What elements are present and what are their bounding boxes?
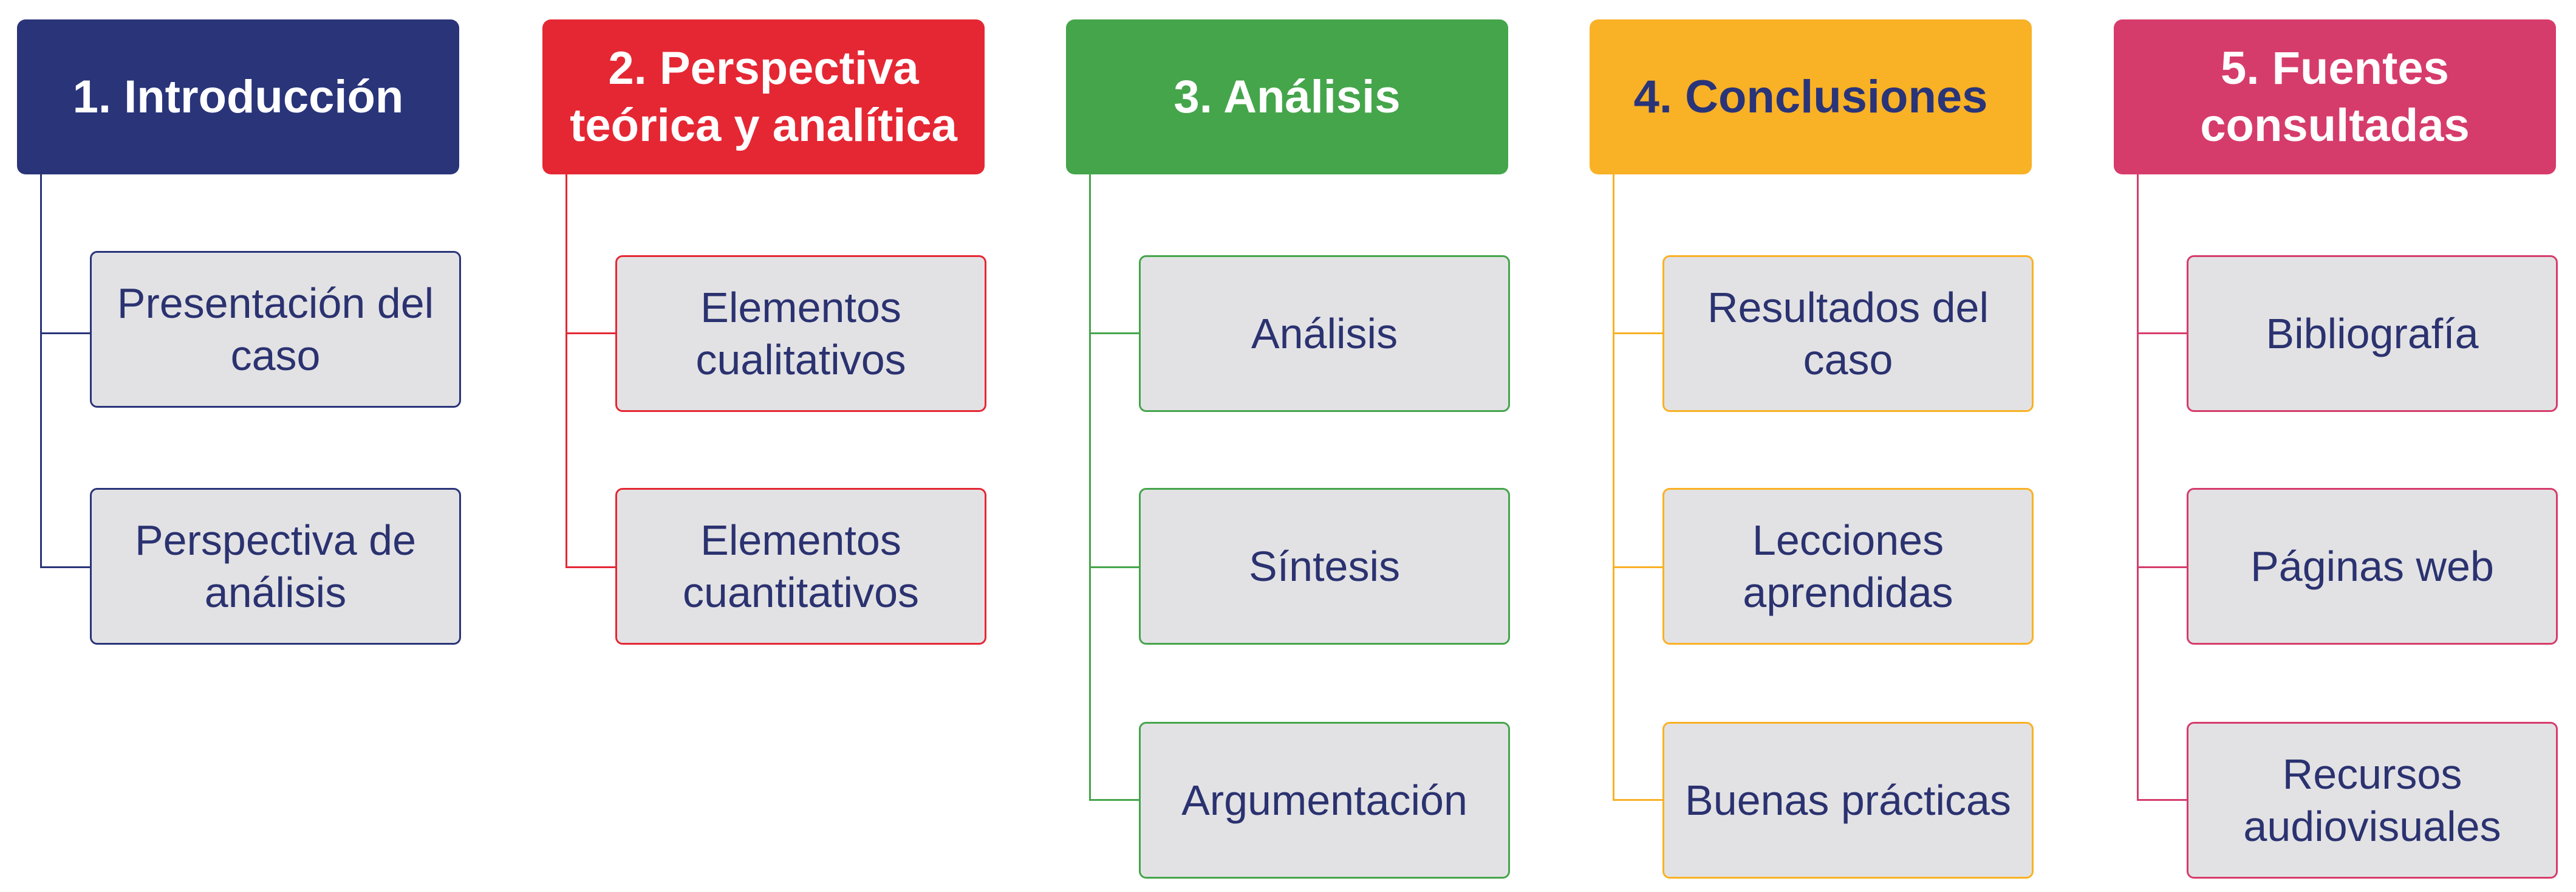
child-item-buenas-practicas: Buenas prácticas: [1662, 722, 2034, 879]
connector-branch: [40, 566, 90, 568]
connector-branch: [1613, 799, 1662, 801]
column-header: 5. Fuentes consultadas: [2114, 19, 2556, 174]
connector-branch: [2137, 566, 2187, 568]
connector-branch: [2137, 332, 2187, 334]
child-item-argumentacion: Argumentación: [1139, 722, 1510, 879]
connector-branch: [1613, 332, 1662, 334]
column-header: 2. Perspectiva teórica y analítica: [542, 19, 985, 174]
child-item-elementos-cualitativos: Elementos cualitativos: [615, 255, 986, 412]
column-conclusiones: 4. Conclusiones Resultados del caso Lecc…: [1590, 0, 2036, 892]
column-header: 1. Introducción: [17, 19, 459, 174]
column-perspectiva-teorica: 2. Perspectiva teórica y analítica Eleme…: [542, 0, 989, 892]
connector-branch: [1089, 799, 1139, 801]
column-introduccion: 1. Introducción Presentación del caso Pe…: [17, 0, 463, 892]
column-header: 4. Conclusiones: [1590, 19, 2032, 174]
column-fuentes-consultadas: 5. Fuentes consultadas Bibliografía Pági…: [2114, 0, 2560, 892]
child-item-bibliografia: Bibliografía: [2187, 255, 2558, 412]
connector-branch: [1089, 566, 1139, 568]
connector-branch: [2137, 799, 2187, 801]
child-item-analisis: Análisis: [1139, 255, 1510, 412]
connector-trunk: [40, 174, 42, 568]
column-header: 3. Análisis: [1066, 19, 1508, 174]
connector-branch: [565, 332, 615, 334]
connector-branch: [1613, 566, 1662, 568]
child-item-paginas-web: Páginas web: [2187, 488, 2558, 645]
child-item-resultados-del-caso: Resultados del caso: [1662, 255, 2034, 412]
child-item-sintesis: Síntesis: [1139, 488, 1510, 645]
connector-trunk: [1613, 174, 1614, 800]
child-item-perspectiva-de-analisis: Perspectiva de análisis: [90, 488, 461, 645]
child-item-elementos-cuantitativos: Elementos cuantitativos: [615, 488, 986, 645]
child-item-presentacion-del-caso: Presentación del caso: [90, 251, 461, 408]
child-item-lecciones-aprendidas: Lecciones aprendidas: [1662, 488, 2034, 645]
connector-branch: [1089, 332, 1139, 334]
connector-trunk: [1089, 174, 1091, 800]
column-analisis: 3. Análisis Análisis Síntesis Argumentac…: [1066, 0, 1512, 892]
connector-trunk: [2137, 174, 2139, 800]
connector-branch: [565, 566, 615, 568]
child-item-recursos-audiovisuales: Recursos audiovisuales: [2187, 722, 2558, 879]
connector-branch: [40, 332, 90, 334]
connector-trunk: [565, 174, 567, 568]
